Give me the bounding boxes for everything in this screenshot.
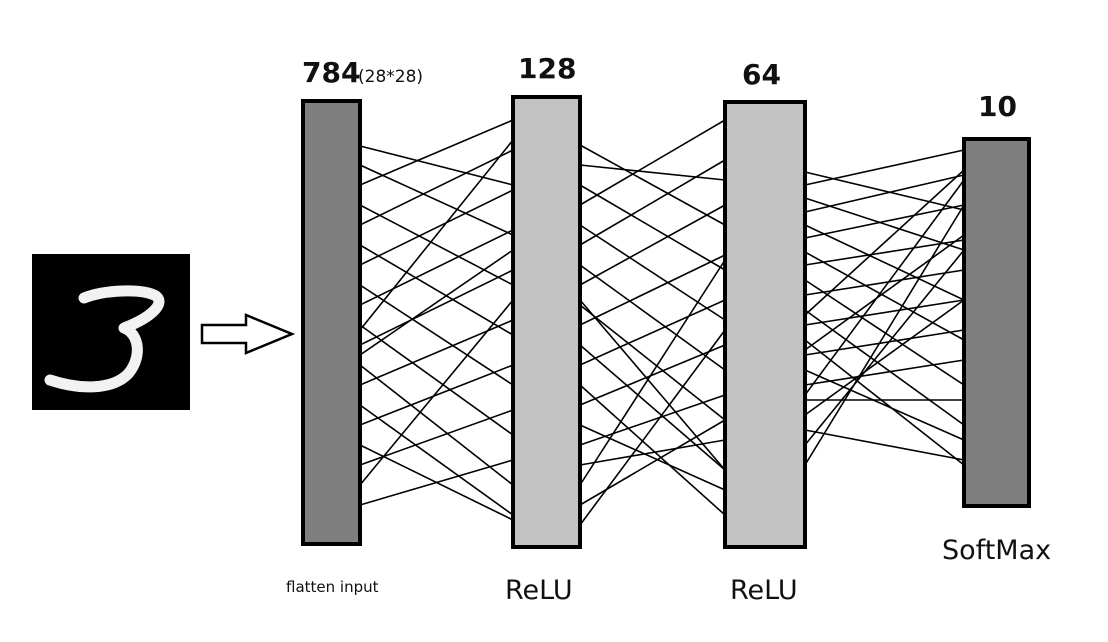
connection-edge (804, 279, 965, 386)
connection-edge (359, 119, 514, 186)
connection-edge (804, 179, 965, 396)
connection-edge (579, 144, 726, 226)
connection-edge (359, 404, 514, 516)
layer-input-size-note: (28*28) (358, 67, 423, 87)
layer-hidden2-size: 64 (742, 58, 781, 91)
connection-edge (804, 171, 965, 211)
layer-hidden1-activation: ReLU (505, 575, 573, 606)
layer-input-size: 784 (302, 56, 360, 89)
connection-edge (579, 164, 726, 181)
layer-hidden1-bar (511, 95, 582, 549)
connection-edge (804, 149, 965, 186)
connection-edge (804, 269, 965, 296)
connection-edge (579, 344, 726, 406)
layer-output-bar (962, 137, 1031, 508)
connection-edge (359, 409, 514, 466)
connection-edge (579, 304, 726, 421)
connection-edge (804, 359, 965, 386)
connection-edge (804, 204, 965, 466)
connection-edge (579, 439, 726, 466)
connection-edge (579, 264, 726, 371)
layer-hidden1-size: 128 (518, 52, 576, 85)
connection-edge (804, 224, 965, 301)
connection-edge (359, 319, 514, 386)
layer-hidden2-activation: ReLU (730, 575, 798, 606)
connection-edge (579, 299, 726, 366)
connection-edge (359, 284, 514, 386)
connection-edge (579, 204, 726, 286)
connections (359, 119, 965, 526)
connection-edge (579, 394, 726, 446)
connection-edge (579, 224, 726, 321)
connection-edge (804, 204, 965, 239)
connection-edge (359, 229, 514, 306)
connection-edge (359, 364, 514, 426)
input-image (32, 254, 190, 410)
connection-edge (804, 299, 965, 326)
connection-edge (359, 189, 514, 266)
connection-edge (579, 159, 726, 246)
connection-edge (579, 384, 726, 516)
connection-edge (579, 299, 726, 471)
connection-edge (359, 149, 514, 226)
connection-edge (359, 244, 514, 336)
connection-edge (804, 169, 965, 316)
connection-edge (804, 329, 965, 356)
connection-edge (579, 329, 726, 526)
connection-edge (359, 145, 514, 186)
layer-output-activation: SoftMax (942, 535, 1051, 566)
connection-edge (359, 324, 514, 436)
connection-edge (804, 234, 965, 351)
layer-input-activation: flatten input (286, 578, 379, 596)
connection-edge (359, 164, 514, 236)
connection-edge (579, 254, 726, 326)
layer-input-bar (301, 99, 362, 546)
connection-edge (804, 239, 965, 266)
input-arrow-icon (200, 313, 296, 355)
digit-three-stroke (44, 285, 165, 393)
connection-edge (359, 204, 514, 286)
connection-edge (804, 429, 965, 461)
connection-edge (359, 299, 514, 486)
connection-edge (804, 299, 965, 416)
connection-edge (804, 251, 965, 341)
layer-output-size: 10 (978, 90, 1017, 123)
connection-edge (579, 184, 726, 271)
connection-edge (359, 364, 514, 486)
connection-edge (804, 339, 965, 466)
connection-edge (804, 249, 965, 446)
layer-hidden2-bar (723, 100, 807, 549)
connection-edge (579, 424, 726, 491)
connection-edge (804, 309, 965, 426)
connection-edge (804, 174, 965, 213)
connection-edge (359, 459, 514, 506)
connection-edge (359, 249, 514, 356)
connection-edge (579, 119, 726, 206)
connection-edge (359, 269, 514, 346)
connection-edge (804, 197, 965, 251)
connection-edge (579, 259, 726, 486)
connection-edge (804, 369, 965, 441)
connection-edge (579, 419, 726, 506)
connection-edge (359, 139, 514, 331)
connection-edge (579, 344, 726, 471)
